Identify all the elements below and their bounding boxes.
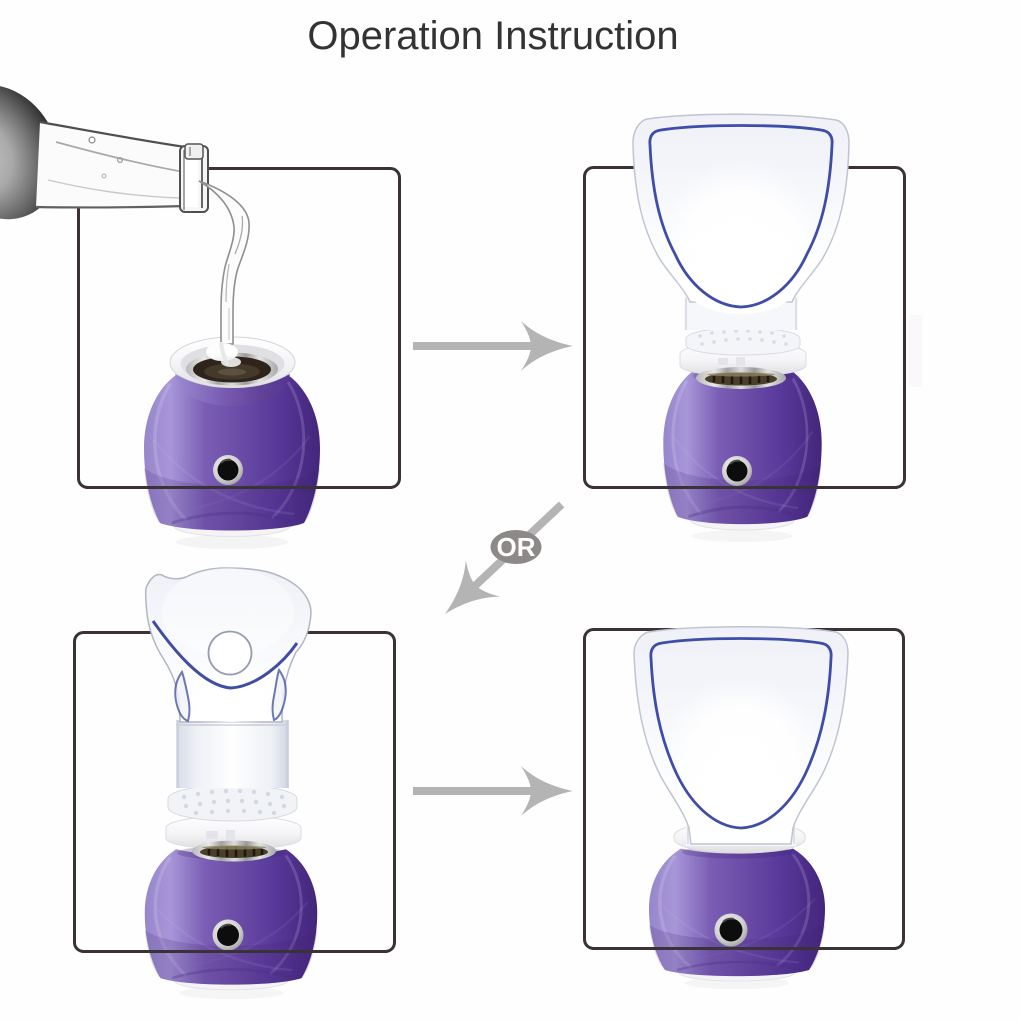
svg-text:Operation Instruction: Operation Instruction [307,14,678,58]
svg-text:OR: OR [497,532,536,562]
